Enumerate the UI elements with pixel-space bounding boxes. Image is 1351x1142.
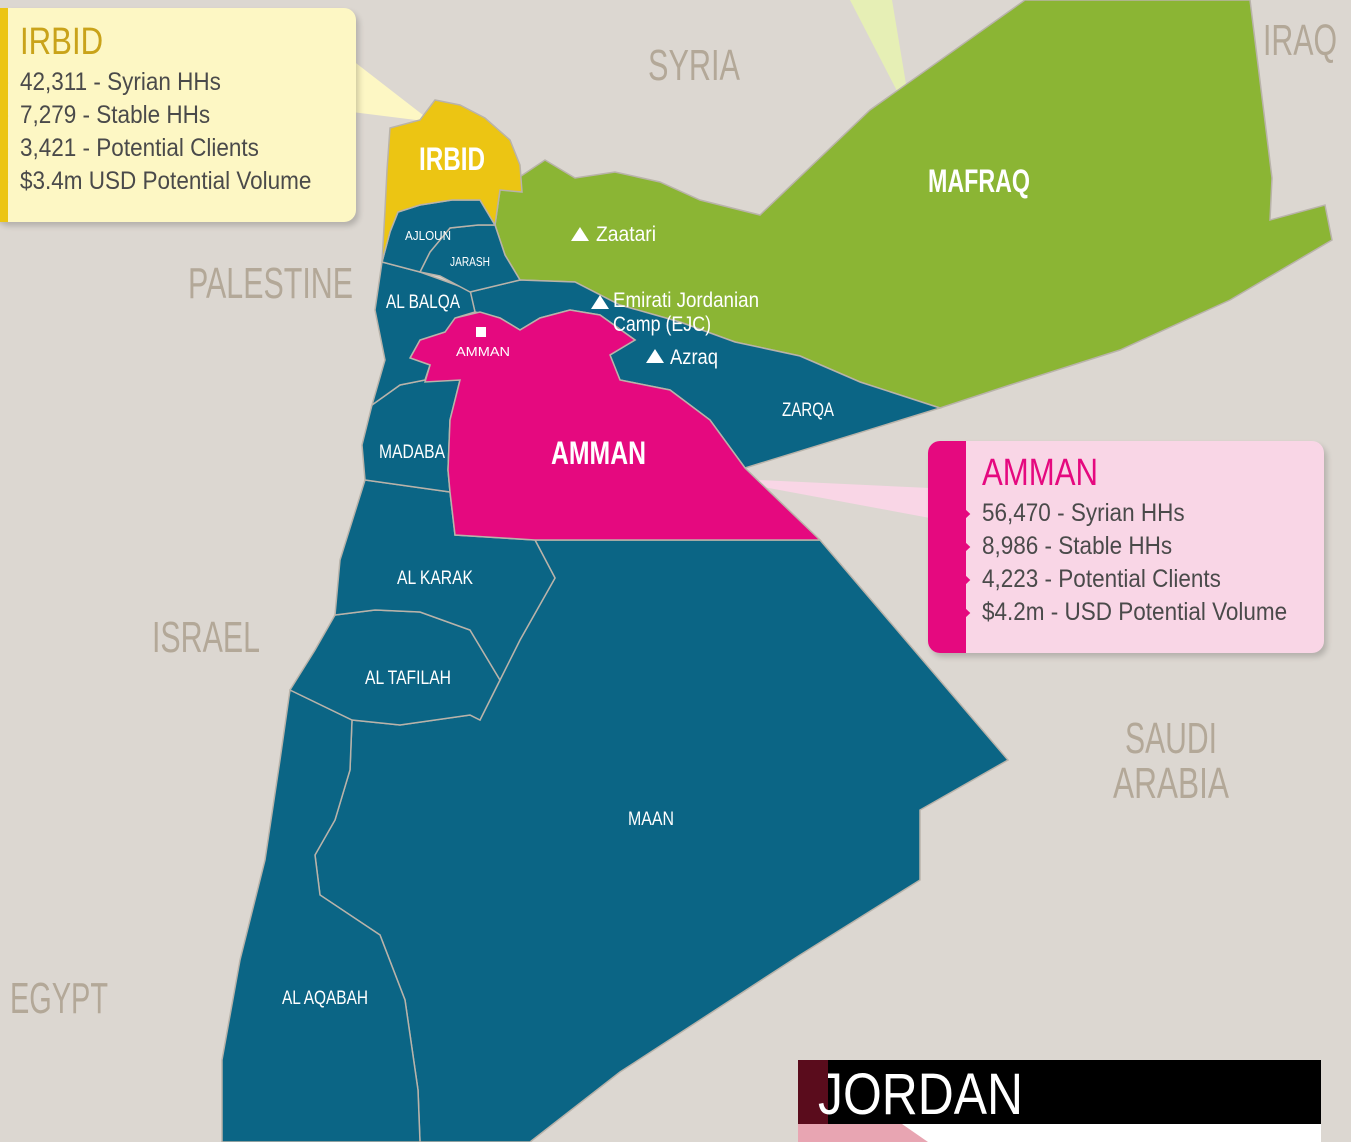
irbid-stat-stable-hhs: 7,279 - Stable HHs <box>2 99 311 132</box>
amman-callout-title: AMMAN <box>982 452 1098 494</box>
amman-callout: AMMAN 56,470 - Syrian HHs 8,986 - Stable… <box>928 441 1324 653</box>
azraq-camp-marker-icon <box>646 349 664 363</box>
irbid-stat-potential-volume: $3.4m USD Potential Volume <box>2 165 311 198</box>
country-label-arabia: ARABIA <box>1113 759 1229 808</box>
amman-stat-syrian-hhs: 56,470 - Syrian HHs <box>963 497 1287 530</box>
amman-stat-potential-clients: 4,223 - Potential Clients <box>963 563 1287 596</box>
amman-stats-list: 56,470 - Syrian HHs 8,986 - Stable HHs 4… <box>963 497 1321 629</box>
region-al-aqabah[interactable] <box>221 688 421 1142</box>
irbid-stats-list: 42,311 - Syrian HHs 7,279 - Stable HHs 3… <box>2 66 344 198</box>
title-banner-stripe <box>798 1124 1321 1142</box>
map-title-banner: JORDAN <box>798 1060 1321 1142</box>
amman-stat-potential-volume: $4.2m - USD Potential Volume <box>963 596 1287 629</box>
country-label-palestine: PALESTINE <box>188 259 353 308</box>
region-label-madaba: MADABA <box>379 442 445 463</box>
country-label-syria: SYRIA <box>648 41 740 90</box>
region-label-al-karak: AL KARAK <box>397 568 473 589</box>
region-label-jarash: JARASH <box>450 254 490 269</box>
irbid-stat-syrian-hhs: 42,311 - Syrian HHs <box>2 66 311 99</box>
region-irbid[interactable] <box>381 99 523 263</box>
region-label-al-tafilah: AL TAFILAH <box>365 668 451 689</box>
country-label-egypt: EGYPT <box>10 974 108 1023</box>
region-label-irbid: IRBID <box>419 141 485 177</box>
amman-callout-pointer <box>715 478 930 518</box>
camp-label-azraq: Azraq <box>670 346 718 369</box>
region-label-amman-city: AMMAN <box>456 344 510 359</box>
zaatari-camp-marker-icon <box>571 227 589 241</box>
amman-stat-stable-hhs: 8,986 - Stable HHs <box>963 530 1287 563</box>
amman-callout-accent-bar <box>928 441 966 653</box>
region-al-balqa[interactable] <box>370 261 476 407</box>
camp-label-zaatari: Zaatari <box>596 223 656 246</box>
irbid-stat-potential-clients: 3,421 - Potential Clients <box>2 132 311 165</box>
irbid-callout-title: IRBID <box>20 21 104 63</box>
region-label-zarqa: ZARQA <box>782 400 834 421</box>
country-label-iraq: IRAQ <box>1263 16 1337 65</box>
region-label-al-aqabah: AL AQABAH <box>282 988 368 1009</box>
irbid-callout-pointer <box>352 60 432 122</box>
amman-city-marker <box>476 327 486 337</box>
country-label-israel: ISRAEL <box>152 613 260 662</box>
map-title: JORDAN <box>818 1062 1024 1127</box>
camp-label-ejc-line2: Camp (EJC) <box>613 313 711 336</box>
irbid-callout: IRBID 42,311 - Syrian HHs 7,279 - Stable… <box>0 8 356 222</box>
mafraq-callout-pointer <box>850 0 912 120</box>
region-label-maan: MAAN <box>628 809 674 830</box>
ejc-camp-marker-icon <box>591 295 609 309</box>
camp-label-ejc-line1: Emirati Jordanian <box>613 289 759 312</box>
region-label-al-balqa: AL BALQA <box>386 292 460 313</box>
region-label-amman: AMMAN <box>551 435 646 471</box>
region-label-ajloun: AJLOUN <box>405 228 451 243</box>
region-label-mafraq: MAFRAQ <box>928 163 1030 199</box>
country-label-saudi: SAUDI <box>1125 714 1217 763</box>
